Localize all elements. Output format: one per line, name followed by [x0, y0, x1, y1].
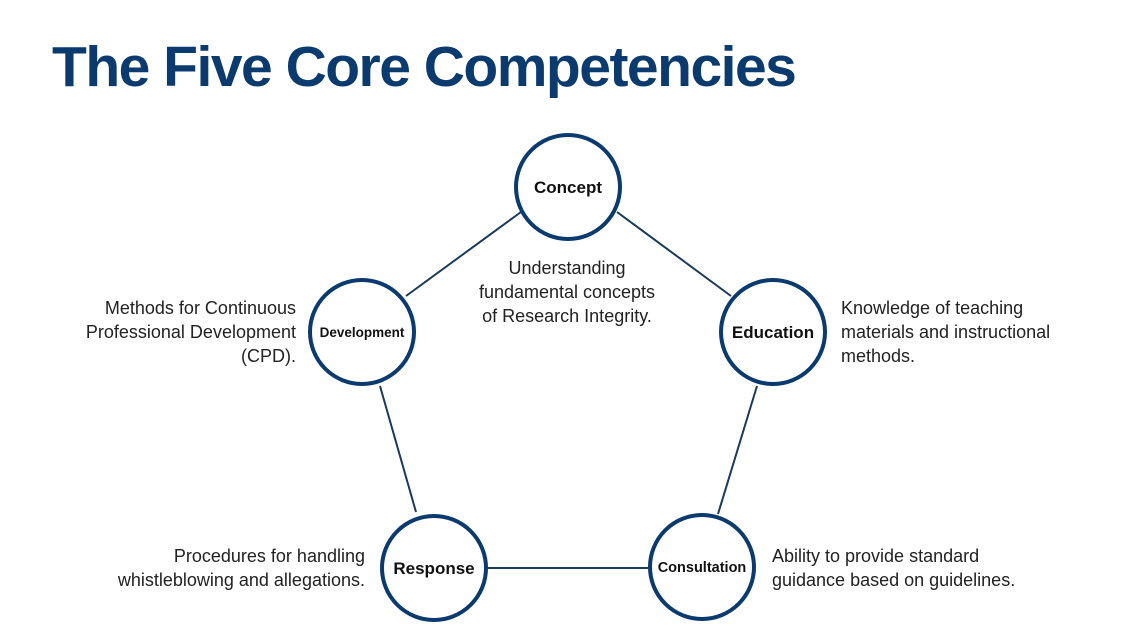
node-response: Response: [380, 514, 488, 622]
description-concept: Understanding fundamental concepts of Re…: [478, 258, 656, 326]
node-label-response: Response: [393, 559, 474, 578]
edge-education-consultation: [717, 385, 758, 515]
edge-concept-education: [616, 211, 732, 297]
page-title: The Five Core Competencies: [52, 35, 797, 99]
edge-development-concept: [405, 211, 522, 297]
node-label-consultation: Consultation: [658, 560, 747, 576]
node-label-education: Education: [732, 323, 814, 342]
node-label-development: Development: [320, 325, 405, 340]
description-response: Procedures for handling whistleblowing a…: [117, 546, 365, 590]
node-concept: Concept: [514, 133, 622, 241]
description-education: Knowledge of teaching materials and inst…: [841, 298, 1051, 366]
node-consultation: Consultation: [648, 513, 756, 621]
description-consultation: Ability to provide standard guidance bas…: [772, 546, 1016, 590]
node-education: Education: [719, 278, 827, 386]
edges: [379, 211, 758, 569]
node-label-concept: Concept: [534, 178, 602, 197]
description-development: Methods for Continuous Professional Deve…: [85, 298, 296, 366]
edge-response-development: [379, 385, 417, 513]
node-development: Development: [308, 278, 416, 386]
